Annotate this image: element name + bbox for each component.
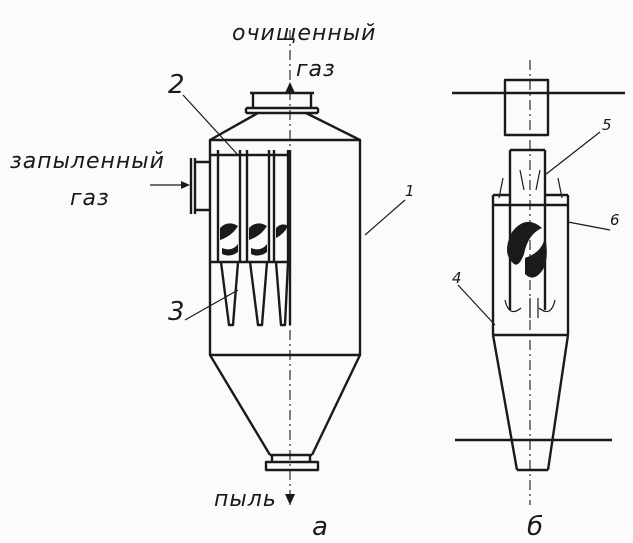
dusty-gas-label-line2: газ [70,186,110,211]
clean-gas-label-line1: очищенный [232,21,376,46]
battery-cyclone-figure [150,30,406,505]
callout-1: 1 [405,182,415,200]
dust-hopper [208,354,362,456]
top-cone [209,111,361,142]
element-housing [491,193,570,335]
outlet-tube [508,148,547,310]
swirl-vane-left [507,221,542,265]
bottom-flow-up [529,298,539,318]
swirl-vane-right [525,236,547,278]
dust-label: пыль [214,487,277,512]
caption-b: б [527,512,543,542]
caption-a: а [312,512,328,542]
callout-6: 6 [610,211,620,229]
leader-5 [544,131,601,176]
leader-3 [184,289,239,321]
callout-4: 4 [452,269,462,287]
cyclone-element-3 [272,150,290,327]
dusty-gas-inlet [189,158,210,214]
bottom-swirl-left [504,299,522,313]
clean-gas-arrowhead [285,82,295,93]
callout-2: 2 [168,70,185,100]
inlet-flow-center [519,169,541,191]
callout-3: 3 [168,297,185,327]
leader-1 [364,199,406,236]
callout-5: 5 [602,116,612,134]
leader-2 [182,94,239,156]
bottom-swirl-right [538,299,556,313]
outlet-pipe-top [503,78,550,137]
inlet-arrowhead [181,181,190,189]
cyclone-element-1 [216,150,242,327]
leader-6 [567,221,611,231]
inlet-flow-left [498,177,504,199]
cyclone-element-2 [245,150,271,327]
dusty-gas-label-line1: запыленный [10,149,165,174]
cyclone-element-figure [452,60,625,505]
dust-arrowhead [285,494,295,505]
inlet-flow-right [557,177,563,199]
clean-gas-label-line2: газ [296,57,336,82]
dust-outlet-nozzle [264,453,320,472]
top-outlet-nozzle [244,91,320,115]
leader-4 [457,284,496,326]
